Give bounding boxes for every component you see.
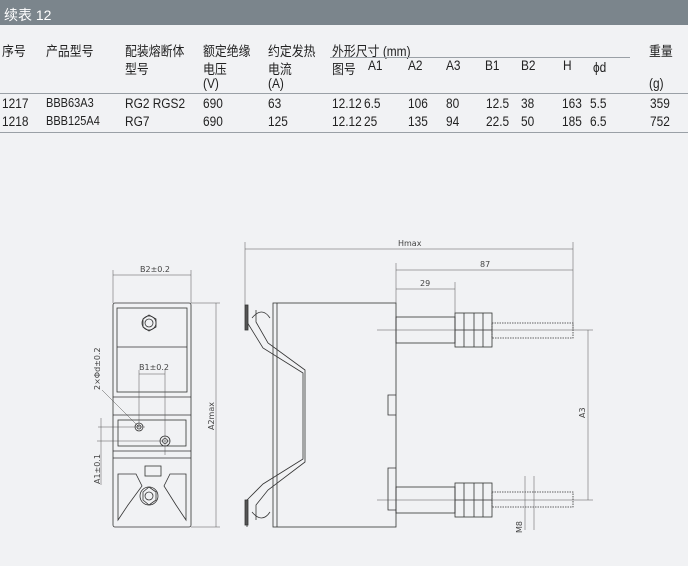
cell-no: 1217 xyxy=(2,96,29,111)
header-b1: B1 xyxy=(485,58,500,73)
header-fuse-2: 型号 xyxy=(125,62,149,77)
header-voltage-unit: (V) xyxy=(203,76,219,91)
table-bottom-line xyxy=(0,132,688,133)
header-weight: 重量 xyxy=(649,44,673,59)
cell-fuse: RG7 xyxy=(125,114,150,129)
dims-divider xyxy=(330,57,630,58)
cell-b1: 12.5 xyxy=(486,96,510,111)
header-a2: A2 xyxy=(408,58,423,73)
cell-current: 63 xyxy=(268,96,282,111)
cell-a1: 25 xyxy=(364,114,378,129)
header-voltage: 额定绝缘 xyxy=(203,44,251,59)
dim-87-label: 87 xyxy=(480,260,490,269)
dim-d-label: 2×Φd±0.2 xyxy=(93,347,102,390)
dim-b2-label: B2±0.2 xyxy=(140,265,170,274)
cell-a3: 80 xyxy=(446,96,460,111)
cell-a3: 94 xyxy=(446,114,460,129)
header-voltage-2: 电压 xyxy=(203,62,227,77)
cell-model: BBB63A3 xyxy=(46,96,94,110)
dim-a3-label: A3 xyxy=(578,407,587,418)
cell-h: 185 xyxy=(562,114,582,129)
front-view xyxy=(112,302,192,528)
cell-a2: 135 xyxy=(408,114,428,129)
header-a3: A3 xyxy=(446,58,461,73)
side-view xyxy=(244,302,574,528)
side-dimensions xyxy=(244,242,593,530)
dim-29-label: 29 xyxy=(420,279,430,288)
cell-weight: 752 xyxy=(650,114,670,129)
cell-fig: 12.12 xyxy=(332,96,362,111)
cell-a1: 6.5 xyxy=(364,96,381,111)
cell-current: 125 xyxy=(268,114,288,129)
cell-b1: 22.5 xyxy=(486,114,510,129)
cell-a2: 106 xyxy=(408,96,428,111)
header-weight-unit: (g) xyxy=(649,76,664,91)
cell-b2: 38 xyxy=(521,96,535,111)
cell-model: BBB125A4 xyxy=(46,114,100,128)
dim-b1-label: B1±0.2 xyxy=(139,363,169,372)
cell-b2: 50 xyxy=(521,114,535,129)
header-divider xyxy=(0,93,688,94)
header-fuse: 配装熔断体 xyxy=(125,44,185,59)
header-model: 产品型号 xyxy=(46,44,94,59)
header-current: 约定发热 xyxy=(268,44,316,59)
header-h: H xyxy=(563,58,572,73)
header-dims: 外形尺寸 (mm) xyxy=(332,44,411,59)
cell-fig: 12.12 xyxy=(332,114,362,129)
cell-d: 6.5 xyxy=(590,114,607,129)
dim-a1-label: A1±0.1 xyxy=(93,454,102,484)
table-title-bar: 续表 12 xyxy=(0,0,688,25)
dim-a2-label: A2max xyxy=(207,402,216,430)
header-d: ϕd xyxy=(593,60,607,75)
header-a1: A1 xyxy=(368,58,383,73)
header-no: 序号 xyxy=(2,44,26,59)
cell-no: 1218 xyxy=(2,114,29,129)
cell-voltage: 690 xyxy=(203,96,223,111)
cell-voltage: 690 xyxy=(203,114,223,129)
cell-d: 5.5 xyxy=(590,96,607,111)
table-title: 续表 12 xyxy=(4,7,52,23)
header-current-2: 电流 xyxy=(268,62,292,77)
cell-fuse: RG2 RGS2 xyxy=(125,96,186,111)
dim-m8-label: M8 xyxy=(515,521,524,533)
header-fig: 图号 xyxy=(332,62,356,77)
header-b2: B2 xyxy=(521,58,536,73)
cell-h: 163 xyxy=(562,96,582,111)
dim-hmax-label: Hmax xyxy=(398,239,422,248)
header-current-unit: (A) xyxy=(268,76,284,91)
cell-weight: 359 xyxy=(650,96,670,111)
front-dimensions xyxy=(97,270,220,528)
